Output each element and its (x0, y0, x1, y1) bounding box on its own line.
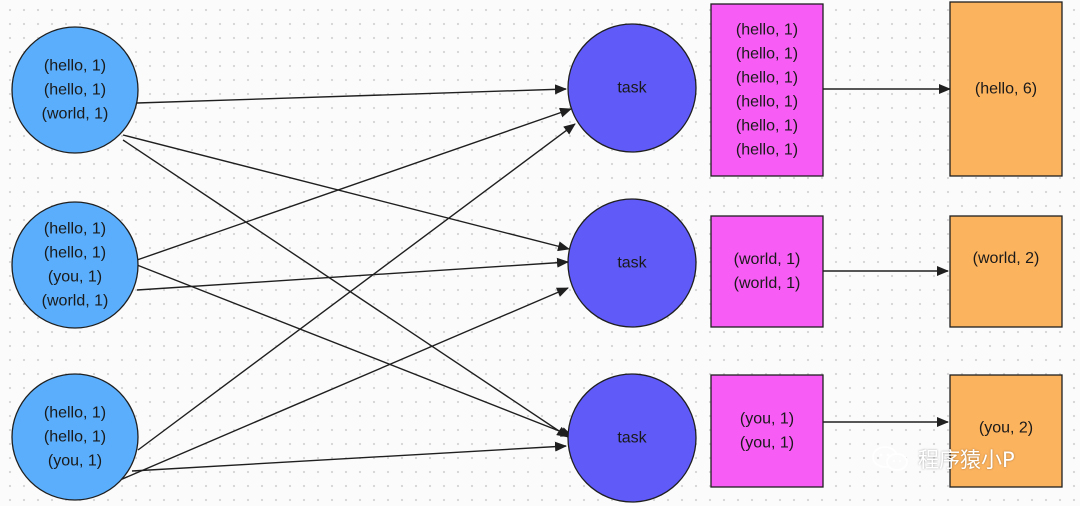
node-line: (hello, 1) (44, 429, 106, 446)
node-line: (hello, 1) (736, 142, 798, 159)
node-line: (hello, 1) (44, 58, 106, 75)
result-label: (you, 2) (979, 420, 1033, 437)
edge-map-3-to-task-1 (137, 123, 576, 451)
node-line: (hello, 1) (736, 46, 798, 63)
result-box-rect (949, 374, 1063, 488)
edge-map-1-to-task-2 (122, 134, 570, 252)
node-line: (you, 1) (48, 269, 102, 286)
node-line: (hello, 1) (44, 245, 106, 262)
edges-layer (119, 84, 951, 481)
task-label: task (617, 430, 647, 447)
map-node-circle (11, 373, 139, 501)
result-box-rect (949, 1, 1063, 177)
map-node: (hello, 1) (hello, 1) (you, 1) (world, 1) (11, 201, 139, 329)
map-node-circle (11, 201, 139, 329)
task-node: task (567, 23, 697, 153)
node-line: (you, 1) (740, 435, 794, 452)
edge-map-2-to-task-1 (136, 107, 572, 261)
task-label: task (617, 80, 647, 97)
watermark: 程序猿小P (870, 444, 1015, 474)
result-box: (you, 2) (949, 374, 1063, 488)
node-line: (hello, 1) (44, 82, 106, 99)
node-line: (world, 1) (734, 275, 801, 292)
node-line: (hello, 1) (736, 118, 798, 135)
group-box: (world, 1) (world, 1) (710, 215, 824, 328)
node-line: (you, 1) (740, 411, 794, 428)
edge-map-1-to-task-3 (122, 139, 569, 438)
map-node: (hello, 1) (hello, 1) (you, 1) (11, 373, 139, 501)
task-node: task (567, 373, 697, 503)
group-box: (you, 1) (you, 1) (710, 374, 824, 488)
wechat-icon (872, 446, 908, 471)
group-box-rect (710, 3, 824, 177)
result-box: (hello, 6) (949, 1, 1063, 177)
group-box-rect (710, 374, 824, 488)
node-line: (world, 1) (42, 293, 109, 310)
edge-map-2-to-task-3 (136, 264, 573, 437)
map-node-circle (11, 26, 139, 154)
node-line: (hello, 1) (44, 221, 106, 238)
group-box-rect (710, 215, 824, 328)
result-label: (hello, 6) (975, 81, 1037, 98)
result-box: (world, 2) (949, 215, 1063, 328)
task-node-circle (567, 373, 697, 503)
map-node: (hello, 1) (hello, 1) (world, 1) (11, 26, 139, 154)
group-box: (hello, 1) (hello, 1) (hello, 1) (hello, 1)… (710, 3, 824, 177)
node-line: (you, 1) (48, 453, 102, 470)
node-line: (hello, 1) (736, 70, 798, 87)
node-line: (hello, 1) (44, 405, 106, 422)
task-node-circle (567, 23, 697, 153)
task-label: task (617, 255, 647, 272)
nodes-layer: (hello, 1)(hello, 1)(world, 1)(hello, 1)… (11, 1, 1063, 503)
node-line: (hello, 1) (736, 22, 798, 39)
edge-map-2-to-task-2 (136, 257, 569, 291)
edge-map-1-to-task-1 (136, 84, 567, 104)
result-label: (world, 2) (973, 250, 1040, 267)
task-node-circle (567, 198, 697, 328)
result-box-rect (949, 215, 1063, 328)
edge-map-3-to-task-2 (119, 287, 569, 481)
node-line: (world, 1) (734, 251, 801, 268)
edge-map-3-to-task-3 (131, 441, 567, 472)
watermark-text: 程序猿小P (918, 448, 1015, 472)
task-node: task (567, 198, 697, 328)
node-line: (world, 1) (42, 106, 109, 123)
node-line: (hello, 1) (736, 94, 798, 111)
